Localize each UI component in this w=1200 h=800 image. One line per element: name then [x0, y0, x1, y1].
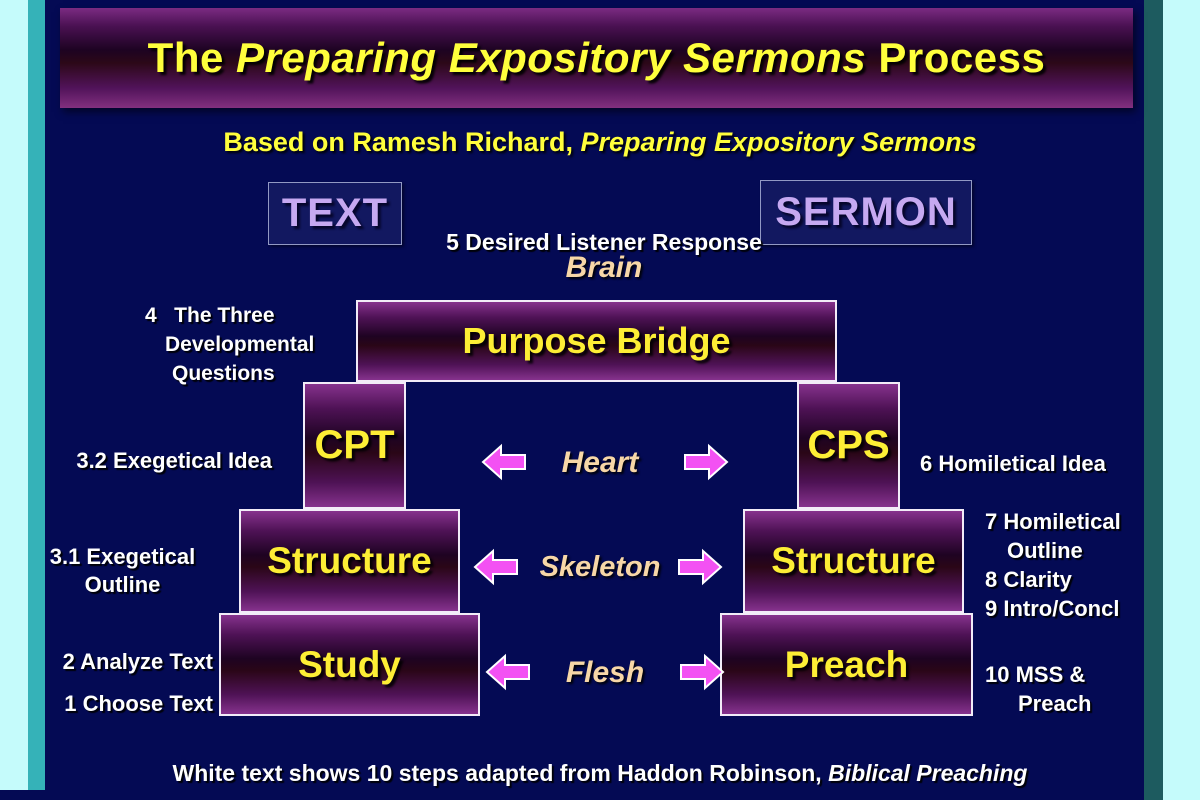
- step-7-line2: Outline: [1007, 538, 1083, 563]
- title-pre: The: [147, 34, 237, 81]
- cps-label: CPS: [807, 423, 890, 467]
- structure-left-box: Structure: [239, 509, 460, 613]
- cps-box: CPS: [797, 382, 900, 509]
- step-10-note: 10 MSS & Preach: [985, 660, 1155, 718]
- footer-pre: White text shows 10 steps adapted from H…: [172, 760, 829, 786]
- title-italic: Preparing Expository Sermons: [236, 34, 867, 81]
- footer-italic: Biblical Preaching: [828, 760, 1028, 786]
- left-outer-frame-strip: [0, 0, 28, 790]
- keyword-heart: Heart: [561, 446, 639, 479]
- subtitle-pre: Based on Ramesh Richard,: [223, 127, 581, 157]
- preach-box: Preach: [720, 613, 973, 716]
- slide-title: The Preparing Expository Sermons Process: [148, 34, 1046, 82]
- steps-7-8-9-note: 7 Homiletical Outline 8 Clarity 9 Intro/…: [985, 507, 1155, 623]
- step-9-note: 9 Intro/Concl: [985, 596, 1120, 621]
- study-label: Study: [298, 643, 401, 685]
- arrow-right-icon: [684, 443, 729, 481]
- text-header-label: TEXT: [281, 191, 389, 235]
- step-7-line1: 7 Homiletical: [985, 509, 1121, 534]
- left-inner-frame-strip: [28, 0, 45, 790]
- step-10-line2: Preach: [1018, 691, 1092, 716]
- step-4-line1: 4 The Three: [145, 304, 275, 327]
- text-header-box: TEXT: [268, 182, 402, 245]
- subtitle-italic: Preparing Expository Sermons: [580, 127, 977, 157]
- step-3-1-note: 3.1 Exegetical Outline: [40, 543, 205, 599]
- title-banner: The Preparing Expository Sermons Process: [60, 8, 1133, 108]
- arrow-right-icon: [680, 653, 725, 691]
- purpose-bridge-box: Purpose Bridge: [356, 300, 837, 382]
- step-4-line2: Developmental: [165, 333, 315, 356]
- sermon-header-box: SERMON: [760, 180, 972, 245]
- right-outer-frame-strip: [1163, 0, 1200, 800]
- step-8-note: 8 Clarity: [985, 567, 1072, 592]
- step-6-note: 6 Homiletical Idea: [920, 451, 1106, 476]
- step-3-1-line1: 3.1 Exegetical: [49, 544, 196, 569]
- step-5-note: 5 Desired Listener Response: [446, 229, 762, 255]
- step-4-note: 4 The Three Developmental Questions: [145, 301, 375, 388]
- arrow-left-icon: [481, 443, 526, 481]
- subtitle: Based on Ramesh Richard, Preparing Expos…: [0, 127, 1200, 158]
- footer-note: White text shows 10 steps adapted from H…: [0, 760, 1200, 787]
- structure-left-label: Structure: [267, 540, 432, 581]
- keyword-flesh: Flesh: [565, 656, 645, 689]
- preach-label: Preach: [784, 643, 909, 685]
- title-post: Process: [866, 34, 1046, 81]
- right-inner-frame-strip: [1144, 0, 1163, 800]
- arrow-left-icon: [473, 548, 518, 586]
- cpt-label: CPT: [314, 423, 395, 467]
- keyword-brain: Brain: [565, 251, 643, 284]
- step-4-line3: Questions: [172, 362, 275, 385]
- sermon-header-label: SERMON: [775, 190, 957, 234]
- structure-right-label: Structure: [771, 540, 936, 581]
- purpose-bridge-label: Purpose Bridge: [462, 320, 731, 361]
- step-10-line1: 10 MSS &: [985, 662, 1086, 687]
- step-1-note: 1 Choose Text: [64, 691, 213, 716]
- step-3-2-note: 3.2 Exegetical Idea: [76, 448, 272, 473]
- step-3-1-line2: Outline: [84, 572, 161, 597]
- step-2-note: 2 Analyze Text: [62, 649, 213, 674]
- arrow-left-icon: [485, 653, 530, 691]
- structure-right-box: Structure: [743, 509, 964, 613]
- keyword-skeleton: Skeleton: [539, 551, 661, 583]
- study-box: Study: [219, 613, 480, 716]
- cpt-box: CPT: [303, 382, 406, 509]
- arrow-right-icon: [678, 548, 723, 586]
